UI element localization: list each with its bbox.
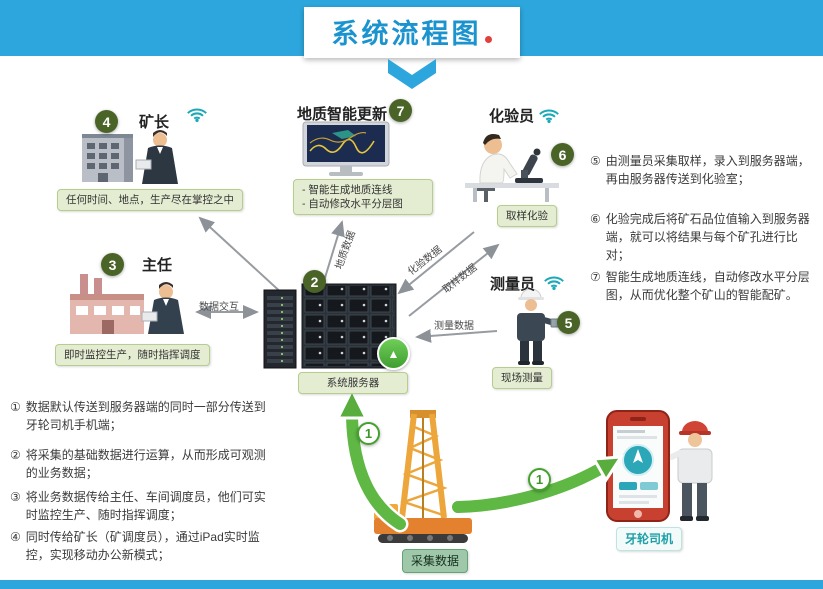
wifi-icon [187,108,207,123]
drilling-rig-illustration [374,410,472,543]
edge-label-data-exchange: 数据交互 [199,302,239,313]
note-item-2: ② 将采集的基础数据进行运算，从而形成可观测的业务数据； [10,446,272,482]
collector-caption: 采集数据 [402,549,469,574]
director-label: 主任 [142,257,173,274]
surveyor-illustration [517,288,562,365]
server-caption: 系统服务器 [298,372,408,395]
note-item-3: ③ 将业务数据传给主任、车间调度员，他们可实时监控生产、随时指挥调度； [10,488,272,524]
footer-bar [0,580,823,589]
geo-update-caption: - 智能生成地质连线 - 自动修改水平分层图 [293,179,433,216]
badge-server: 2 [303,270,326,293]
chevron-down-icon [388,59,436,89]
note-number: ⑤ [590,154,601,168]
driver-phone-illustration [606,410,670,522]
note-number: ⑦ [590,270,601,284]
note-item-5: ⑤ 由测量员采集取样，录入到服务器端，再由服务器传送到化验室； [590,152,818,188]
note-number: ① [10,400,21,414]
mine-manager-illustration [82,130,178,184]
note-number: ③ [10,490,21,504]
note-text: 数据默认传送到服务器端的同时一部分传送到牙轮司机手机端； [25,400,266,432]
edge-label-lab-data: 化验数据 [406,244,445,278]
note-text: 化验完成后将矿石品位值输入到服务器端，就可以将结果与每个矿孔进行比对； [605,212,810,262]
lab-tech-illustration [465,134,559,202]
edge-label-geo-data: 地质数据 [333,229,358,271]
badge-lab-tech: 6 [551,143,574,166]
geo-caption-line-2: - 自动修改水平分层图 [302,198,403,211]
note-item-6: ⑥ 化验完成后将矿石品位值输入到服务器端，就可以将结果与每个矿孔进行比对； [590,210,818,264]
mine-manager-caption: 任何时间、地点，生产尽在掌控之中 [57,189,243,212]
note-number: ⑥ [590,212,601,226]
geo-caption-line-1: - 智能生成地质连线 [302,184,393,196]
badge-mine-manager: 4 [95,110,118,133]
badge-surveyor: 5 [557,311,580,334]
director-illustration [70,274,184,334]
lab-tech-title: 化验员 [489,108,535,125]
badge-collect-to-server: 1 [357,422,380,445]
surveyor-title: 测量员 [490,276,536,293]
edge-label-survey-data: 测量数据 [434,321,474,332]
edge-label-sample-data: 取样数据 [441,262,480,296]
badge-geo-update: 7 [389,99,412,122]
upload-arrow-icon: ▲ [377,337,410,370]
server-illustration [263,283,397,369]
title-dot-icon [484,36,492,43]
mine-manager-label: 矿长 [139,114,170,131]
note-text: 将业务数据传给主任、车间调度员，他们可实时监控生产、随时指挥调度； [25,490,266,522]
surveyor-caption: 现场测量 [492,367,552,390]
note-text: 智能生成地质连线，自动修改水平分层图，从而优化整个矿山的智能配矿。 [605,270,810,302]
badge-director: 3 [101,253,124,276]
driver-person-illustration [670,421,713,521]
page-title-box: 系统流程图 [303,7,520,58]
note-text: 同时传给矿长（矿调度员），通过iPad实时监控，实现移动办公新模式； [25,530,260,562]
note-item-4: ④ 同时传给矿长（矿调度员），通过iPad实时监控，实现移动办公新模式； [10,528,272,564]
geo-update-title: 地质智能更新 [297,106,388,123]
note-text: 将采集的基础数据进行运算，从而形成可观测的业务数据； [25,448,266,480]
note-number: ② [10,448,21,462]
geo-monitor-illustration [302,121,390,176]
note-text: 由测量员采集取样，录入到服务器端，再由服务器传送到化验室； [605,154,810,186]
wifi-icon [539,109,559,124]
badge-collect-to-driver: 1 [528,468,551,491]
note-item-1: ① 数据默认传送到服务器端的同时一部分传送到牙轮司机手机端； [10,398,272,434]
header-bar: 系统流程图 [0,0,823,58]
driver-caption: 牙轮司机 [616,527,683,552]
wifi-icon [544,276,564,291]
lab-tech-caption: 取样化验 [497,205,557,228]
note-item-7: ⑦ 智能生成地质连线，自动修改水平分层图，从而优化整个矿山的智能配矿。 [590,268,818,304]
note-number: ④ [10,530,21,544]
director-caption: 即时监控生产，随时指挥调度 [55,344,210,367]
page-title: 系统流程图 [331,19,482,49]
